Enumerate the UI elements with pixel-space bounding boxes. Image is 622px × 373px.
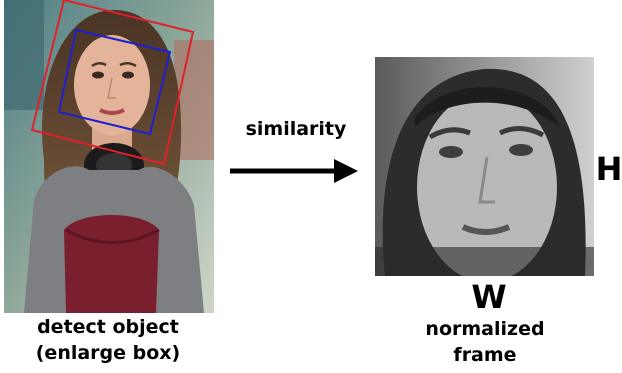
normalized-frame-caption: normalized frame (380, 316, 590, 368)
detected-object-photo (4, 0, 214, 313)
similarity-label: similarity (245, 118, 347, 140)
detect-object-caption: detect object (enlarge box) (0, 314, 216, 366)
normalized-frame-caption-line2: frame (453, 344, 517, 366)
normalized-frame-caption-line1: normalized (425, 318, 545, 340)
detect-object-caption-line1: detect object (37, 316, 179, 338)
arrow-right-icon (230, 159, 358, 183)
normalized-frame-photo (375, 57, 594, 276)
person-illustration (4, 0, 214, 313)
detect-object-caption-line2: (enlarge box) (35, 342, 181, 364)
normalized-face-illustration (375, 57, 594, 276)
width-label: W (471, 278, 507, 316)
height-label: H (595, 150, 622, 188)
